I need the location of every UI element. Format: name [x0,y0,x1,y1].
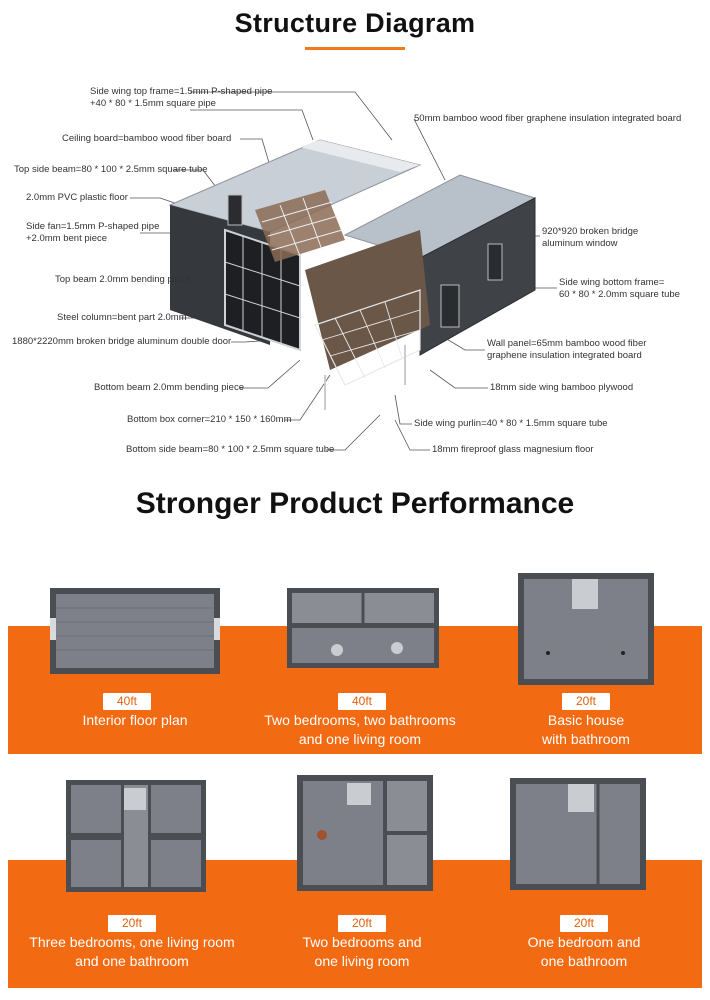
size-badge: 20ft [560,915,608,932]
layout-caption: Interior floor plan [15,711,255,730]
callout-line: +2.0mm bent piece [26,233,108,244]
performance-title: Stronger Product Performance [135,487,575,520]
callout-line: graphene insulation integrated board [487,350,642,361]
callout-ceiling-board: Ceiling board=bamboo wood fiber board [62,133,232,144]
callout-line: +40 * 80 * 1.5mm square pipe [90,98,216,109]
callout-window: 920*920 broken bridge aluminum window [542,226,638,250]
callout-bottom-beam: Bottom beam 2.0mm bending piece [94,382,244,393]
callout-line: 920*920 broken bridge [542,226,639,237]
callout-pvc-floor: 2.0mm PVC plastic floor [26,192,128,203]
callout-line: Side wing bottom frame= [559,277,665,288]
callout-magnesium-floor: 18mm fireproof glass magnesium floor [432,444,594,455]
caption-line: and one living room [298,731,422,747]
caption-line: Two bedrooms and [302,934,422,950]
callout-bottom-side-beam: Bottom side beam=80 * 100 * 2.5mm square… [126,444,335,455]
caption-line: One bedroom and [527,934,641,950]
caption-line: Basic house [547,712,625,728]
size-badge: 20ft [562,693,610,710]
layout-caption: Two bedrooms and one living room [242,933,482,971]
size-badge: 20ft [338,915,386,932]
layout-caption: One bedroom and one bathroom [464,933,704,971]
callout-steel-column: Steel column=bent part 2.0mm [57,312,187,323]
callout-double-door: 1880*2220mm broken bridge aluminum doubl… [12,336,232,347]
callout-wall-panel: Wall panel=65mm bamboo wood fiber graphe… [487,338,646,362]
callout-line: aluminum window [542,238,618,249]
size-badge: 40ft [103,693,151,710]
callout-line: 60 * 80 * 2.0mm square tube [559,289,680,300]
callout-side-wing-top-frame: Side wing top frame=1.5mm P-shaped pipe … [90,86,272,110]
floor-plan-20ft-three-bedroom [66,780,206,892]
callout-insulation-board: 50mm bamboo wood fiber graphene insulati… [414,113,682,124]
caption-line: with bathroom [542,731,630,747]
callout-line: Wall panel=65mm bamboo wood fiber [487,338,647,349]
structure-diagram-title: Structure Diagram [234,8,476,38]
floor-plan-20ft-two-bedroom [297,775,433,891]
floor-plan-20ft-basic [518,573,654,685]
callout-line: Side fan=1.5mm P-shaped pipe [26,221,160,232]
layout-caption: Three bedrooms, one living room and one … [12,933,252,971]
caption-line: and one bathroom [75,953,189,969]
caption-line: one bathroom [540,953,628,969]
floor-plan-20ft-one-bedroom [510,778,646,890]
callout-top-side-beam: Top side beam=80 * 100 * 2.5mm square tu… [14,164,208,175]
size-badge: 20ft [108,915,156,932]
callout-side-fan: Side fan=1.5mm P-shaped pipe +2.0mm bent… [26,221,159,245]
callout-plywood: 18mm side wing bamboo plywood [490,382,634,393]
floor-plan-40ft-two-bedroom [287,588,439,668]
callout-bottom-box-corner: Bottom box corner=210 * 150 * 160mm [127,414,292,425]
callout-purlin: Side wing purlin=40 * 80 * 1.5mm square … [414,418,608,429]
size-badge: 40ft [338,693,386,710]
caption-line: Interior floor plan [82,712,188,728]
callout-side-wing-bottom-frame: Side wing bottom frame= 60 * 80 * 2.0mm … [559,277,680,301]
structure-illustration [130,91,557,451]
callout-top-beam: Top beam 2.0mm bending piece [55,274,191,285]
caption-line: Two bedrooms, two bathrooms [264,712,456,728]
title-underline [305,47,405,50]
callout-line: Side wing top frame=1.5mm P-shaped pipe [90,86,273,97]
floor-plan-40ft-open [50,588,220,674]
layout-caption: Basic house with bathroom [466,711,706,749]
caption-line: Three bedrooms, one living room [29,934,235,950]
caption-line: one living room [314,953,410,969]
layout-caption: Two bedrooms, two bathrooms and one livi… [240,711,480,749]
